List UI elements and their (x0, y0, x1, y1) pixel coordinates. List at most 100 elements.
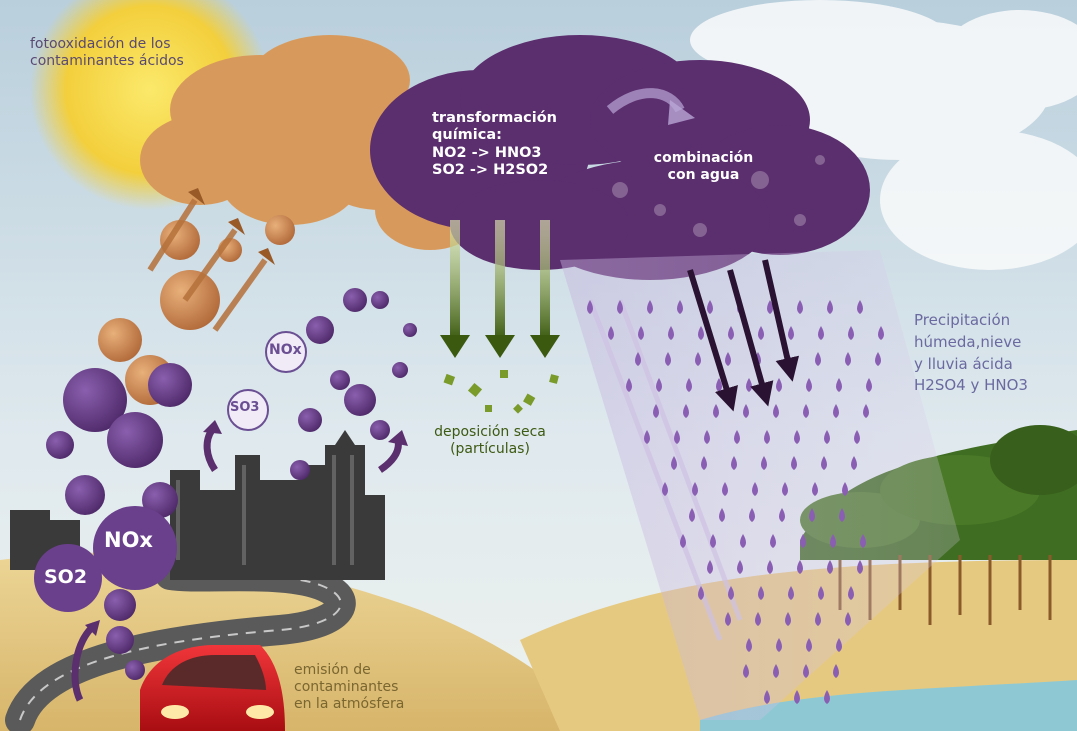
raindrop (794, 690, 800, 704)
raindrop (638, 326, 644, 340)
raindrop (677, 300, 683, 314)
raindrop (764, 430, 770, 444)
raindrop (701, 456, 707, 470)
raindrop (830, 534, 836, 548)
raindrop (827, 300, 833, 314)
transformation-line-1: transformación (432, 110, 557, 126)
dry-deposition-label: deposición seca (partículas) (410, 424, 570, 458)
emission-label: emisión de contaminantes en la atmósfera (294, 662, 404, 712)
raindrop (728, 586, 734, 600)
raindrop (761, 456, 767, 470)
so2-big-label: SO2 (44, 566, 88, 588)
transformation-line-2: química: (432, 127, 502, 144)
precipitation-line-3: y lluvia ácida (914, 354, 1013, 373)
cloud-swirl-arrowhead (668, 100, 695, 125)
raindrop (848, 586, 854, 600)
raindrop (863, 404, 869, 418)
raindrop (776, 638, 782, 652)
combination-line-2: con agua (667, 166, 740, 183)
raindrop (683, 404, 689, 418)
raindrop (839, 508, 845, 522)
raindrop (653, 404, 659, 418)
raindrop (800, 534, 806, 548)
oxidation-arrowheads (188, 188, 275, 265)
raindrop (845, 612, 851, 626)
raindrop (743, 404, 749, 418)
purple-cloud-highlights (612, 155, 825, 237)
raindrop (680, 534, 686, 548)
acid-raindrops (587, 300, 884, 704)
precipitation-line-1: Precipitación (914, 311, 1011, 329)
raindrop (698, 326, 704, 340)
water (700, 680, 1077, 731)
raindrop (782, 482, 788, 496)
raindrop (704, 430, 710, 444)
raindrop (692, 482, 698, 496)
raindrop (806, 378, 812, 392)
raindrop (686, 378, 692, 392)
raindrop (851, 456, 857, 470)
photo-oxidation-label: fotooxidación de los contaminantes ácido… (30, 36, 184, 70)
so3-bubble-small (227, 389, 269, 431)
raindrop (836, 638, 842, 652)
emission-line-1: emisión de (294, 662, 371, 678)
photo-oxidation-line-2: contaminantes ácidos (30, 52, 184, 69)
raindrop (794, 430, 800, 444)
deposition-line-2: (partículas) (450, 440, 530, 457)
raindrop (758, 586, 764, 600)
precipitation-line-4: H2SO4 y HNO3 (914, 376, 1028, 395)
raindrop (746, 638, 752, 652)
deposition-line-1: deposición seca (434, 424, 546, 440)
big-emission-bubbles (34, 331, 307, 612)
raindrop (728, 326, 734, 340)
raindrop (635, 352, 641, 366)
raindrop (608, 326, 614, 340)
raindrop (818, 326, 824, 340)
raindrop (773, 664, 779, 678)
raindrop (806, 638, 812, 652)
raindrop (824, 430, 830, 444)
raindrop (833, 664, 839, 678)
raindrop (803, 404, 809, 418)
photo-oxidation-line-1: fotooxidación de los (30, 36, 171, 52)
water-combination-label: combinación con agua (636, 150, 771, 184)
cloud-swirl-arrow (606, 88, 685, 114)
raindrop (845, 352, 851, 366)
wet-precipitation-label: Precipitación húmeda,nieve y lluvia ácid… (914, 310, 1028, 397)
raindrop (626, 378, 632, 392)
raindrop (812, 482, 818, 496)
raindrop (848, 326, 854, 340)
raindrop (725, 352, 731, 366)
raindrop (710, 534, 716, 548)
raindrop (662, 482, 668, 496)
raindrop (875, 352, 881, 366)
nox-big-label: NOx (104, 528, 153, 552)
raindrop (818, 586, 824, 600)
transformation-line-4: SO2 -> H2SO2 (432, 162, 549, 179)
raindrop (878, 326, 884, 340)
raindrop (836, 378, 842, 392)
raindrop (719, 508, 725, 522)
combination-line-1: combinación (653, 150, 754, 166)
dry-particles (443, 370, 559, 414)
chemical-transformation-label: transformación química: NO2 -> HNO3 SO2 … (432, 110, 557, 180)
raindrop (827, 560, 833, 574)
raindrop (797, 300, 803, 314)
raindrop (854, 430, 860, 444)
raindrop (770, 534, 776, 548)
raindrop (842, 482, 848, 496)
raindrop (779, 508, 785, 522)
raindrop (821, 456, 827, 470)
emission-line-2: contaminantes (294, 678, 399, 695)
raindrop (698, 586, 704, 600)
so3-small-label: SO3 (230, 400, 260, 415)
red-car (140, 645, 285, 731)
so2-bubble-big (34, 544, 102, 612)
raindrop (707, 300, 713, 314)
raindrop (707, 560, 713, 574)
rain-streaks (587, 299, 743, 641)
oxidation-arrows (147, 198, 268, 332)
city-windows (176, 455, 354, 565)
raindrop (815, 352, 821, 366)
